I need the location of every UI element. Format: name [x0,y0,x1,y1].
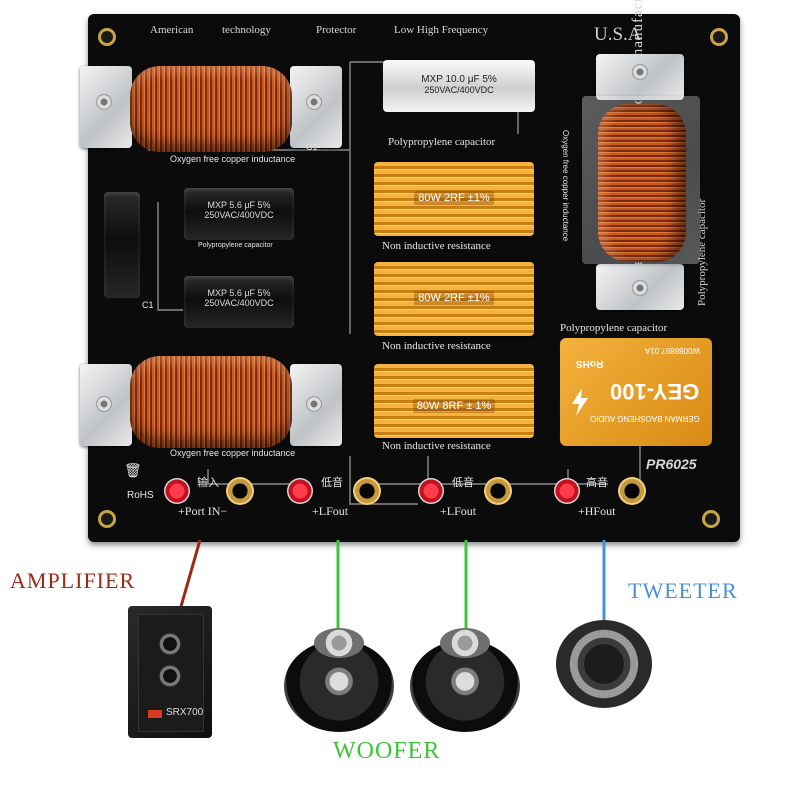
resistor-1: 80W 2RF ±1% [374,162,534,236]
inductor-coil [130,356,292,448]
capacitor-5-6uf: MXP 5.6 μF 5% 250VAC/400VDC [184,188,294,240]
capacitor-5-6uf: MXP 5.6 μF 5% 250VAC/400VDC [184,276,294,328]
tweeter-label: TWEETER [628,578,738,603]
screw-icon [306,396,322,412]
capacitor-voltage: 250VAC/400VDC [204,298,274,308]
board-top-label: Protector [316,24,357,36]
poly-cap-label: Polypropylene capacitor [388,136,496,148]
board-top-label: technology [222,24,271,36]
screw-icon [306,94,322,110]
country-label: U.S.A [594,24,642,45]
capacitor-rating: MXP 10.0 μF 5% [421,74,497,85]
board-top-label: Low High Frequency [394,24,489,36]
screw-icon [96,94,112,110]
terminal-cn-label: 高音 [586,477,608,489]
capacitor-10uf: MXP 10.0 μF 5% 250VAC/400VDC [383,60,535,112]
terminal-port-in-positive [164,478,190,504]
woofer-magnet [440,628,490,658]
terminal-label: +Port IN− [178,504,228,518]
terminal-cn-label: 输入 [197,477,219,489]
recycle-bin-icon: 🗑 [124,462,142,478]
amplifier-label: AMPLIFIER [10,568,136,593]
resistor-rating: 80W 2RF ±1% [414,291,494,305]
component-ref: C1 [142,300,154,310]
lightning-icon [572,388,588,416]
poly-cap-label: Polypropylene capacitor [560,322,668,334]
terminal-label: +HFout [578,504,616,518]
terminal-lfout2-negative [484,477,512,505]
resistor-label: Non inductive resistance [382,240,491,252]
mount-hole [98,510,116,528]
resistor-label: Non inductive resistance [382,340,491,352]
rohs-mark: RoHS [127,490,154,501]
capacitor-rating: MXP 5.6 μF 5% [207,288,271,298]
capacitor-voltage: 250VAC/400VDC [204,210,274,220]
terminal-label: +LFout [312,504,349,518]
woofer-magnet [314,628,364,658]
terminal-port-in-negative [226,477,254,505]
tweeter-driver [556,620,652,708]
amplifier-plate: SRX700 [128,606,212,738]
coil-label: Oxygen free copper inductance [170,154,296,164]
capacitor-small [104,192,140,298]
terminal-lfout1-negative [353,477,381,505]
resistor-2: 80W 2RF ±1% [374,262,534,336]
amplifier-line [178,539,202,611]
inductor-coil [130,66,292,152]
terminal-hfout-negative [618,477,646,505]
capacitor-voltage: 250VAC/400VDC [424,85,494,95]
mount-hole [710,28,728,46]
amp-model-label: SRX700 [166,707,204,718]
board-top-label: American [150,24,194,36]
mount-hole [702,510,720,528]
woofer-label: WOOFER [333,738,441,764]
model-label: PR6025 [646,456,697,472]
component-ref: C1 [306,142,318,152]
resistor-label: Non inductive resistance [382,440,491,452]
terminal-label: +LFout [440,504,477,518]
mount-hole [98,28,116,46]
inductor-coil [598,104,686,262]
capacitor-rating: MXP 5.6 μF 5% [207,200,271,210]
terminal-hfout-positive [554,478,580,504]
protector-module: W0088897.01A RoHS GEY-100 GERMAN BAOSHEN… [560,338,712,446]
resistor-rating: 80W 8RF ± 1% [412,399,496,413]
poly-cap-label: Polypropylene capacitor [198,242,273,249]
coil-label: Oxygen free copper inductance [170,448,296,458]
screw-icon [632,280,648,296]
terminal-cn-label: 低音 [452,477,474,489]
terminal-lfout1-positive [287,478,313,504]
screw-icon [632,64,648,80]
terminal-cn-label: 低音 [321,477,343,489]
screw-icon [96,396,112,412]
resistor-rating: 80W 2RF ±1% [414,191,494,205]
resistor-3: 80W 8RF ± 1% [374,364,534,438]
terminal-lfout2-positive [418,478,444,504]
